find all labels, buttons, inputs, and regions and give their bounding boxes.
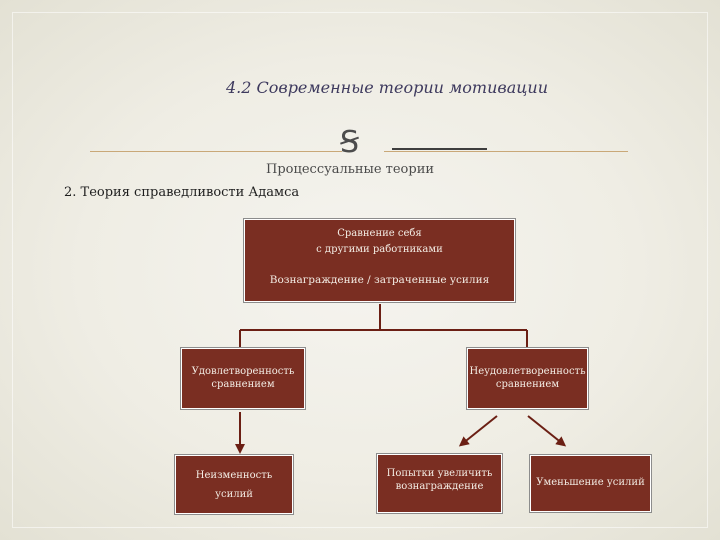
divider-left — [90, 151, 342, 152]
box-comparison-line1: Сравнение себя — [337, 228, 422, 239]
box-unsatisfied-line2: сравнением — [495, 379, 560, 390]
box-spacer — [245, 257, 514, 272]
box-increase-line1: Попытки увеличить — [386, 468, 493, 479]
slide-title: 4.2 Современные теории мотивации — [225, 78, 549, 97]
ornament-icon: Ꞩ — [340, 125, 360, 160]
divider-right — [384, 151, 628, 152]
box-comparison-line2: с другими работниками — [316, 243, 443, 255]
box-unchanged-line2: усилий — [215, 489, 253, 500]
box-decrease-line1: Уменьшение усилий — [536, 477, 645, 488]
box-unsatisfied: Неудовлетворенность сравнением — [467, 348, 588, 409]
box-unchanged-line1: Неизменность — [195, 470, 273, 481]
box-satisfied: Удовлетворенность сравнением — [181, 348, 305, 409]
divider-accent — [392, 148, 487, 150]
slide-subtitle: Процессуальные теории — [266, 162, 435, 177]
box-increase-line2: вознаграждение — [395, 481, 484, 492]
box-decrease-effort: Уменьшение усилий — [530, 455, 651, 512]
box-unsatisfied-line1: Неудовлетворенность — [469, 366, 586, 377]
arrow-to-increase — [458, 415, 498, 447]
box-satisfied-line1: Удовлетворенность — [191, 366, 295, 377]
arrow-to-decrease — [527, 415, 567, 447]
box-satisfied-line2: сравнением — [211, 379, 275, 390]
box-comparison: Сравнение себя с другими работниками Воз… — [244, 219, 515, 302]
section-heading: 2. Теория справедливости Адамса — [64, 185, 300, 200]
box-unchanged-effort: Неизменность усилий — [175, 455, 293, 514]
box-comparison-line3: Вознаграждение / затраченные усилия — [269, 274, 490, 286]
box-increase-reward: Попытки увеличить вознаграждение — [377, 454, 502, 513]
